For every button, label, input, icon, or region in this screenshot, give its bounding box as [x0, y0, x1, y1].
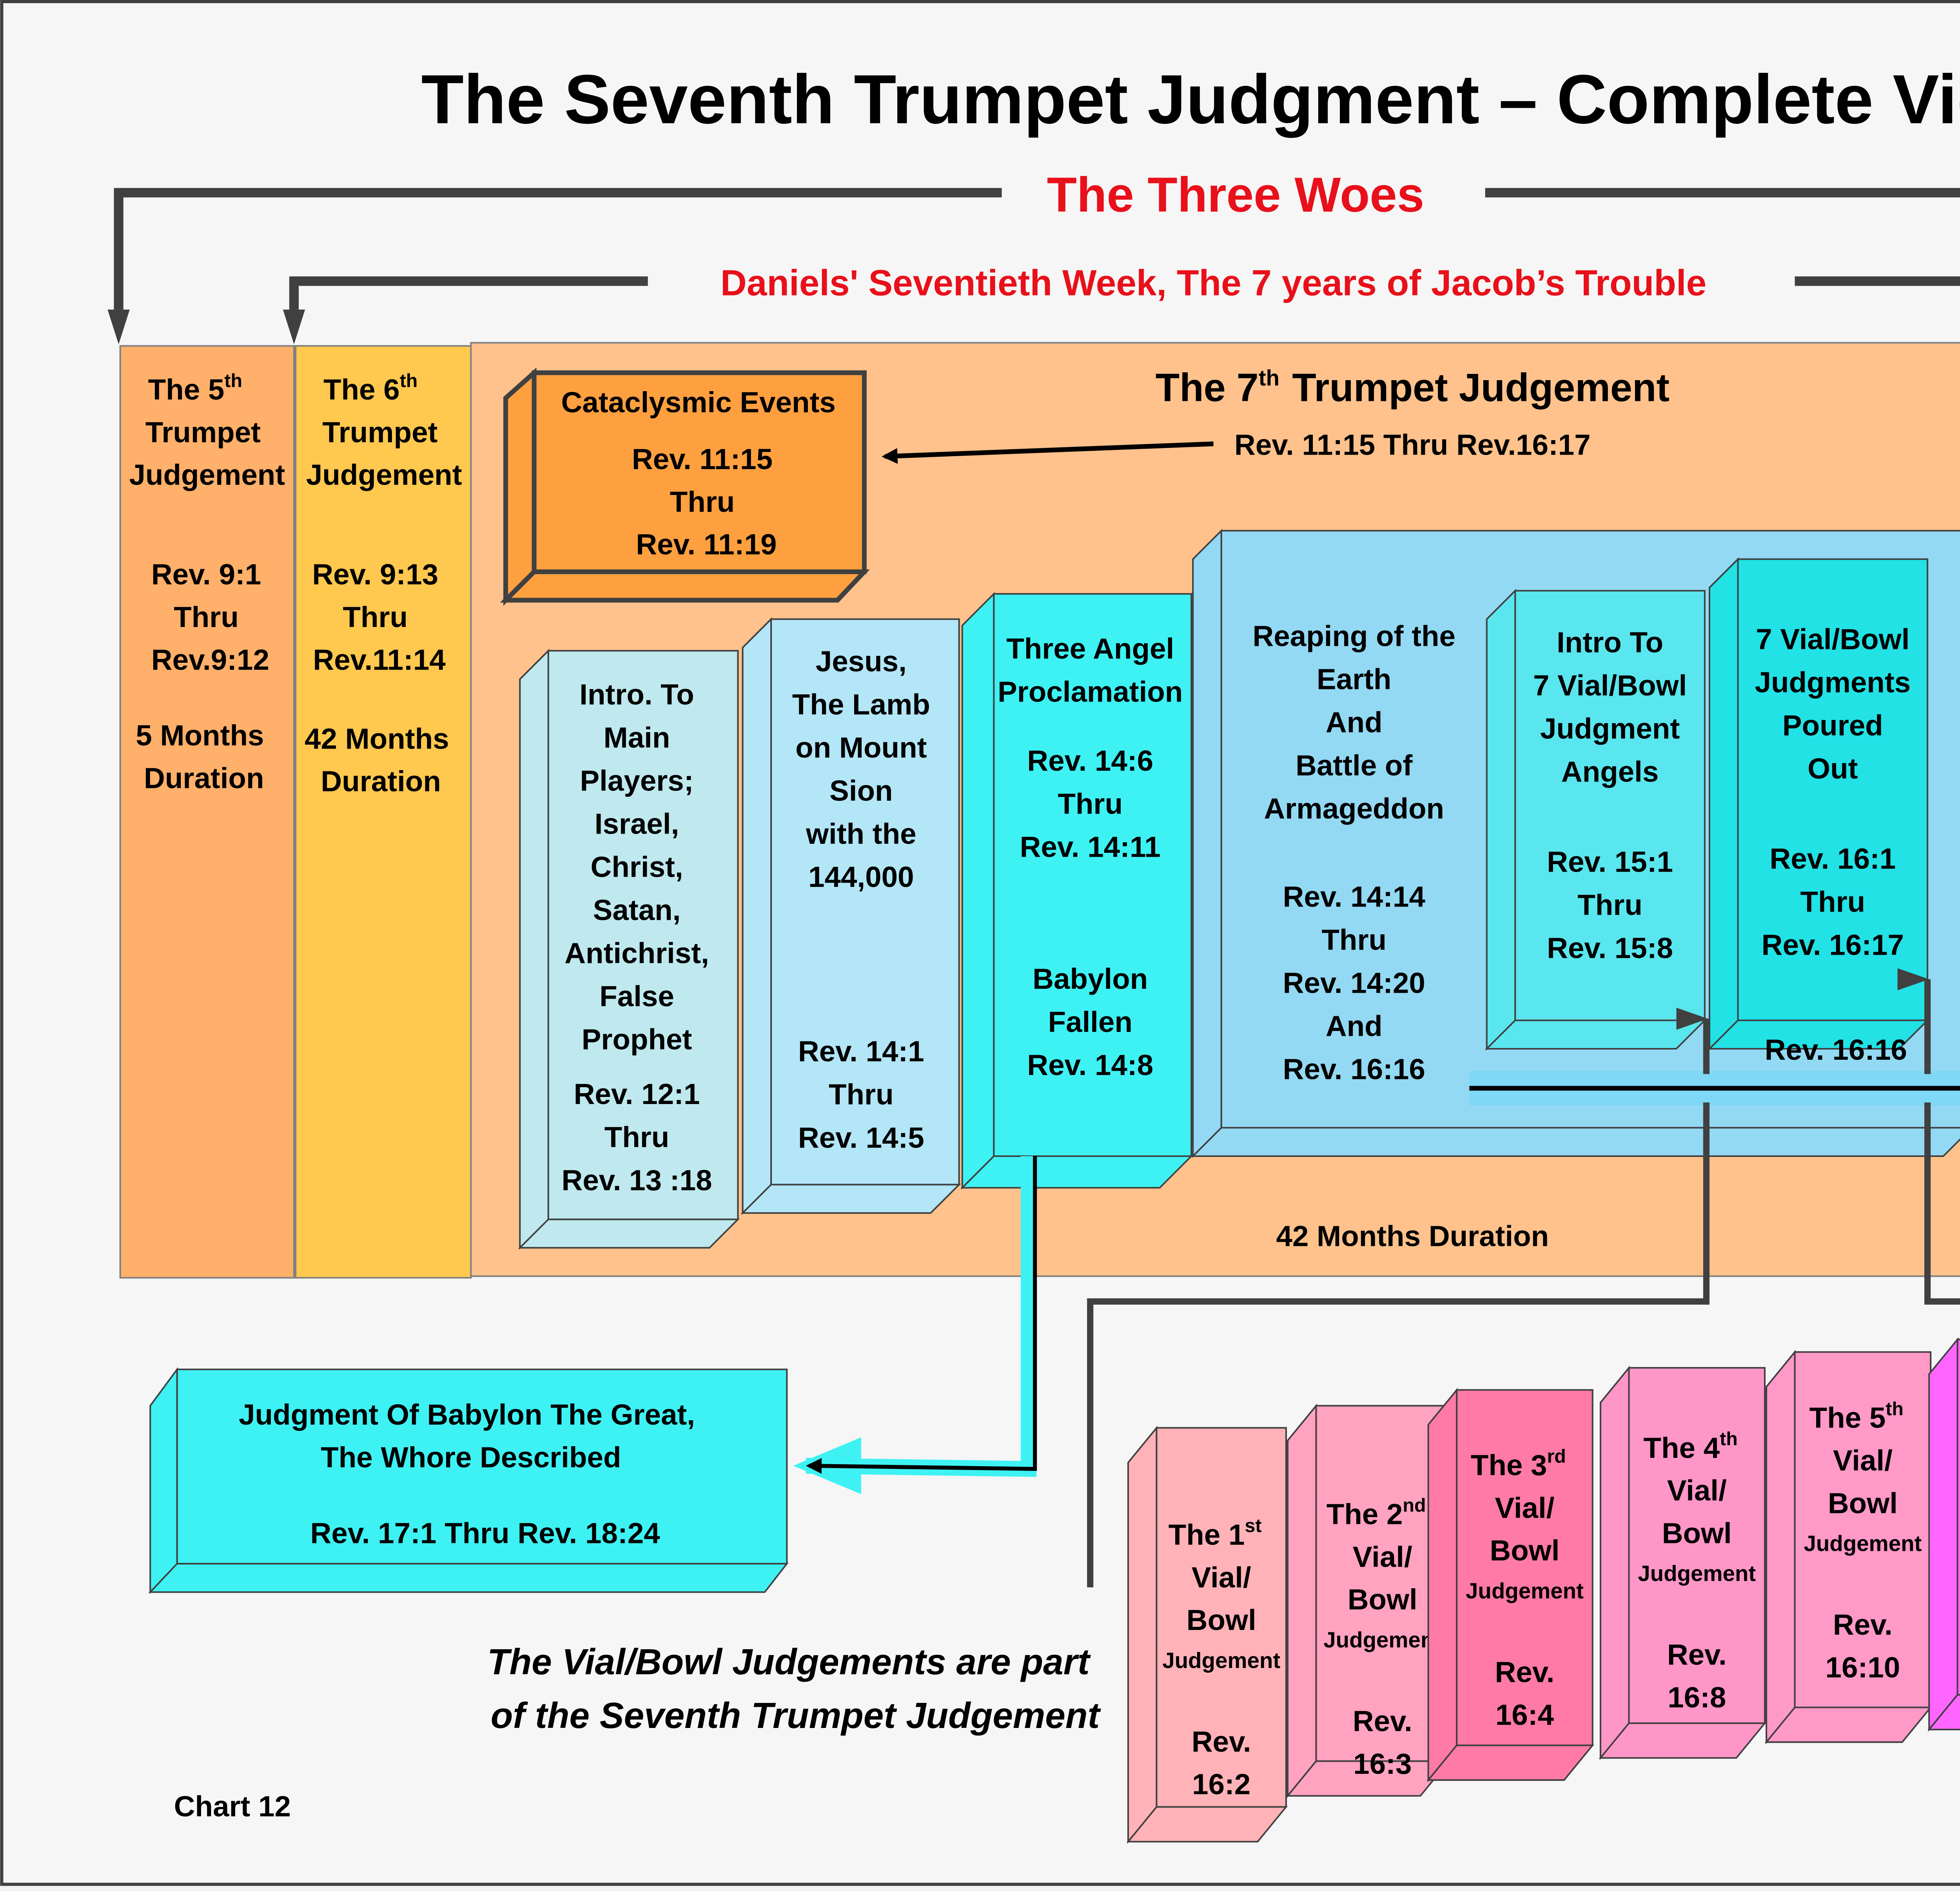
vial-1-ref: Rev.16:2 — [1192, 1725, 1251, 1800]
trumpet-7-range: Rev. 11:15 Thru Rev.16:17 — [1234, 429, 1591, 461]
seventieth-week-bracket: Daniels' Seventieth Week, The 7 years of… — [283, 263, 1960, 344]
three-woes-label: The Three Woes — [1047, 168, 1425, 222]
trumpet-5-duration: 5 Months Duration — [136, 719, 272, 794]
chart-label: Chart 12 — [174, 1790, 291, 1823]
vial-2-ref: Rev.16:3 — [1353, 1705, 1412, 1780]
vial-2-judgement-label: Judgement — [1323, 1627, 1441, 1652]
vial-3-ref: Rev.16:4 — [1495, 1656, 1554, 1731]
vial-1-judgement-label: Judgement — [1162, 1648, 1280, 1673]
vial-5-judgement-label: Judgement — [1804, 1531, 1922, 1556]
cataclysmic-left-refs: Rev. 11:15 Thru Rev. 11:19 — [632, 443, 781, 561]
trumpet-6-duration: 42 Months Duration — [305, 722, 457, 798]
babylon-box: Judgment Of Babylon The Great, The Whore… — [148, 1367, 789, 1594]
vial-5-ref: Rev.16:10 — [1826, 1608, 1900, 1684]
trumpet-6-heading: The 6th Trumpet Judgement — [306, 361, 462, 491]
arrow-to-babylon — [806, 1156, 1037, 1474]
vial-bracket-right — [1924, 1102, 1960, 1305]
trumpet-6-column: The 6th Trumpet Judgement Rev. 9:13 Thru… — [295, 345, 472, 1279]
cataclysmic-left-title: Cataclysmic Events — [561, 386, 836, 419]
three-woes-bracket: The Three Woes — [107, 168, 1960, 344]
arrow-down-icon — [107, 309, 130, 344]
vial-bracket-left — [1087, 1102, 1710, 1588]
trumpet-5-heading: The 5th Trumpet Judgement — [129, 361, 285, 491]
trumpet-6-refs: Rev. 9:13 Thru Rev.11:14 — [312, 558, 446, 676]
vial-4-ref: Rev.16:8 — [1667, 1639, 1727, 1714]
trumpet-7-duration: 42 Months Duration — [1276, 1220, 1549, 1253]
arrow-to-cataclysmic-left — [882, 441, 1214, 464]
vial-3-judgement-label: Judgement — [1466, 1578, 1584, 1603]
cataclysmic-events-left: Cataclysmic Events Rev. 11:15 Thru Rev. … — [500, 367, 870, 606]
seventieth-week-label: Daniels' Seventieth Week, The 7 years of… — [720, 263, 1706, 303]
trumpet-5-column: The 5th Trumpet Judgement Rev. 9:1 Thru … — [119, 345, 295, 1279]
trumpet-5-refs: Rev. 9:1 Thru Rev.9:12 — [151, 558, 269, 676]
vial-caption: The Vial/Bowl Judgements are part of the… — [487, 1641, 1101, 1736]
page-title: The Seventh Trumpet Judgment – Complete … — [421, 60, 1960, 138]
babylon-ref: Rev. 17:1 Thru Rev. 18:24 — [310, 1517, 661, 1549]
babylon-title: Judgment Of Babylon The Great, The Whore… — [239, 1398, 703, 1474]
vial-4-judgement-label: Judgement — [1638, 1561, 1756, 1586]
rev-16-16-label: Rev. 16:16 — [1765, 1033, 1907, 1066]
arrow-down-icon — [283, 309, 305, 344]
